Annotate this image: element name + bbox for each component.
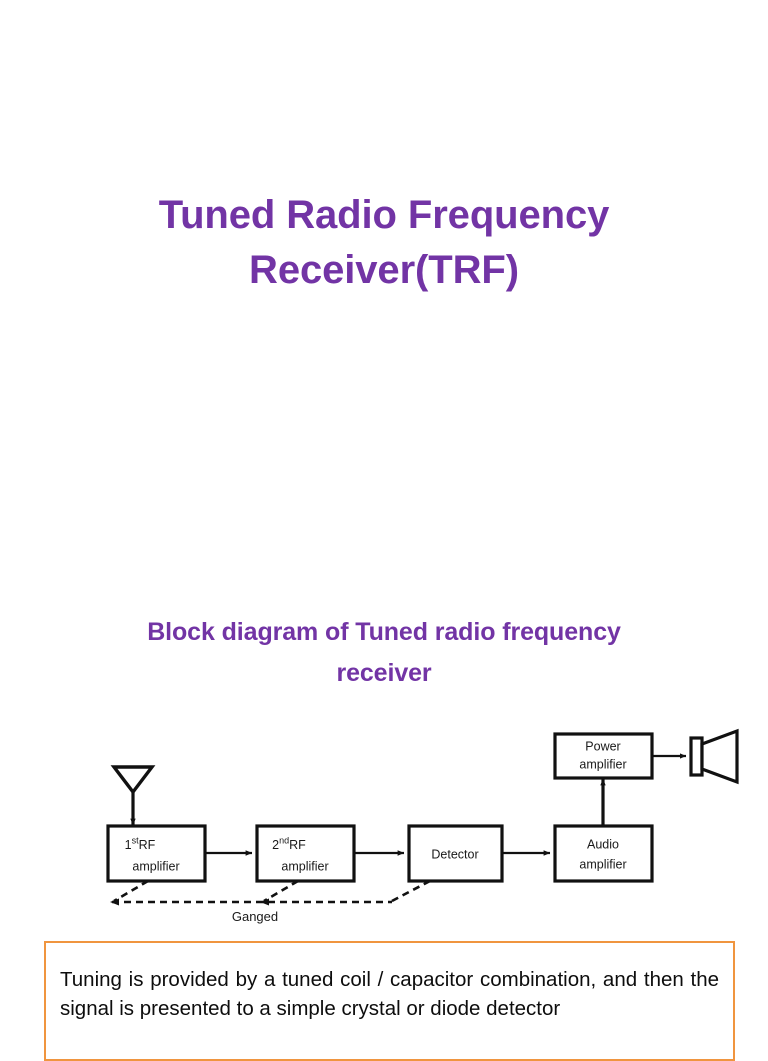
section-title: Block diagram of Tuned radio frequency r… bbox=[72, 612, 696, 693]
page-title-line-1: Tuned Radio Frequency bbox=[158, 193, 610, 237]
block-rf2-ordinal-sup: nd bbox=[279, 836, 289, 846]
block-rf1-ordinal-sup: st bbox=[132, 836, 140, 846]
svg-text:1stRF: 1stRF bbox=[125, 836, 156, 852]
block-audio-amplifier: Audio amplifier bbox=[553, 824, 654, 883]
antenna-icon bbox=[110, 765, 156, 826]
block-rf2: 2ndRF amplifier bbox=[255, 824, 356, 883]
block-rf1-line2: amplifier bbox=[132, 859, 179, 873]
callout-box: Tuning is provided by a tuned coil / cap… bbox=[44, 941, 735, 1061]
block-power-line1: Power bbox=[585, 739, 620, 753]
block-diagram-svg: 1stRF amplifier 2ndRF amplifier Detector bbox=[106, 728, 739, 924]
ganged-link-rf2 bbox=[263, 879, 299, 903]
slide-canvas: Tuned Radio Frequency Receiver(TRF) Bloc… bbox=[44, 188, 750, 1061]
block-power-amplifier: Power amplifier bbox=[553, 732, 654, 780]
block-rf1-line1: RF bbox=[139, 838, 156, 852]
block-rf1: 1stRF amplifier bbox=[106, 824, 207, 883]
section-title-line-2: receiver bbox=[336, 658, 432, 687]
page-title: Tuned Radio Frequency Receiver(TRF) bbox=[96, 188, 672, 298]
ganged-link-detector bbox=[389, 879, 431, 904]
block-rf2-line1: RF bbox=[289, 838, 306, 852]
page-title-line-2: Receiver(TRF) bbox=[249, 248, 519, 293]
loudspeaker-icon bbox=[689, 728, 739, 785]
ganged-link-rf1 bbox=[113, 879, 149, 903]
section-title-line-1: Block diagram of Tuned radio frequency bbox=[147, 618, 621, 646]
ganged-linkage bbox=[112, 879, 431, 904]
block-detector-label: Detector bbox=[431, 847, 478, 861]
block-rf2-ordinal: 2 bbox=[272, 838, 279, 852]
block-audio-line1: Audio bbox=[587, 837, 619, 851]
block-rf2-line2: amplifier bbox=[281, 859, 328, 873]
block-power-line2: amplifier bbox=[579, 757, 626, 771]
block-detector: Detector bbox=[407, 824, 504, 883]
block-diagram: 1stRF amplifier 2ndRF amplifier Detector bbox=[100, 722, 750, 927]
svg-text:2ndRF: 2ndRF bbox=[272, 836, 306, 852]
callout-text: Tuning is provided by a tuned coil / cap… bbox=[60, 968, 719, 1021]
block-rf1-ordinal: 1 bbox=[125, 838, 132, 852]
ganged-caption: Ganged bbox=[232, 909, 278, 924]
ganged-arrowheads bbox=[110, 898, 269, 906]
block-audio-line2: amplifier bbox=[579, 857, 626, 871]
